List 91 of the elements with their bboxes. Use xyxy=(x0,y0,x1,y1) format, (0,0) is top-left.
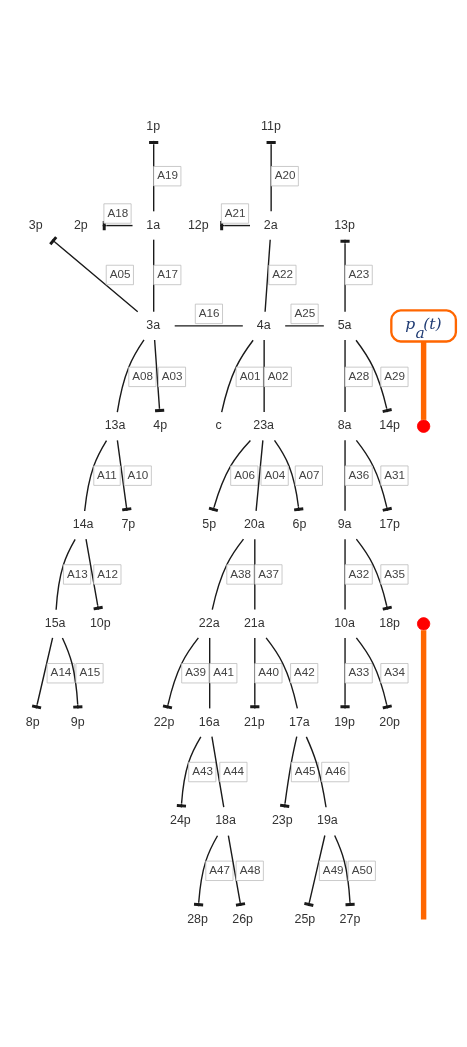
edge-label: A23 xyxy=(348,267,369,281)
node-text: 3p xyxy=(28,217,43,232)
edge-label: A40 xyxy=(257,665,279,679)
edge-label: A15 xyxy=(78,665,100,679)
node-text: 21a xyxy=(243,615,265,630)
node-text: 13p xyxy=(333,217,355,232)
edge-label: A48 xyxy=(239,862,260,876)
node-text: 6p xyxy=(292,517,306,532)
edge-label: A04 xyxy=(264,467,285,481)
edge-label: A43 xyxy=(191,764,213,778)
edge-label: A02 xyxy=(267,368,288,382)
node-text: 23p xyxy=(271,813,293,828)
node-text: 22p xyxy=(153,714,174,729)
edge-label: A21 xyxy=(224,205,246,219)
node-text: 9a xyxy=(337,517,351,532)
edge-label: A18 xyxy=(106,205,128,219)
node-text: 25p xyxy=(293,912,315,927)
node-text: 20p xyxy=(378,714,400,729)
edge-label: A03 xyxy=(161,368,183,382)
edge-label: A29 xyxy=(383,368,405,382)
edge-label: A22 xyxy=(271,267,293,281)
edge-label: A16 xyxy=(198,305,220,319)
edge-label: A38 xyxy=(229,566,251,580)
edge-label: A05 xyxy=(109,267,130,281)
node-text: 9p xyxy=(70,714,85,729)
edge-label: A08 xyxy=(131,368,153,382)
node-text: 2a xyxy=(263,217,278,232)
edge-label: A37 xyxy=(257,566,279,580)
node-text: 15a xyxy=(44,615,66,630)
edge-label: A39 xyxy=(184,665,206,679)
edge-label: A11 xyxy=(96,467,117,481)
edge-label: A44 xyxy=(222,764,244,778)
node-text: 12p xyxy=(187,217,209,232)
edge-label: A35 xyxy=(383,566,405,580)
node-text: 10p xyxy=(89,615,111,630)
node-text: 17a xyxy=(288,714,310,729)
edge-label: A28 xyxy=(348,368,369,382)
node-text: 5p xyxy=(201,517,216,532)
edge-label: A20 xyxy=(274,168,295,182)
node-text: 1a xyxy=(145,217,160,232)
node-text: 8p xyxy=(25,714,40,729)
node-text: 19p xyxy=(333,714,355,729)
edge-label: A45 xyxy=(294,764,316,778)
edge-label: A14 xyxy=(50,665,71,679)
node-text: 14a xyxy=(72,517,94,532)
node-text: 14p xyxy=(378,418,400,433)
edge-label: A25 xyxy=(293,305,315,319)
node-text: 28p xyxy=(186,912,208,927)
edge-label: A36 xyxy=(348,467,369,481)
node-text: 1p xyxy=(145,118,160,133)
node-text: 18p xyxy=(378,615,400,630)
node-text: 16a xyxy=(198,714,220,729)
node-text: 5a xyxy=(337,317,351,332)
edge-label: A13 xyxy=(66,566,88,580)
node-text: 10a xyxy=(333,615,355,630)
node-text: 26p xyxy=(231,912,253,927)
edge-label: A50 xyxy=(351,862,372,876)
edge-label: A32 xyxy=(348,566,369,580)
node-text: 19a xyxy=(316,813,338,828)
edge-label: A06 xyxy=(233,467,255,481)
edge-label: A42 xyxy=(293,665,315,679)
edge-label: A19 xyxy=(156,168,178,182)
edge-label: A07 xyxy=(298,467,320,481)
node-text: 22a xyxy=(198,615,220,630)
edge-label: A34 xyxy=(383,665,405,679)
node-text: 17p xyxy=(378,517,400,532)
node-text: 11p xyxy=(260,118,281,133)
node-text: 24p xyxy=(169,813,191,828)
node-text: 23a xyxy=(252,418,274,433)
node-text: 18a xyxy=(214,813,236,828)
node-text: 13a xyxy=(104,418,125,433)
edge-label: A46 xyxy=(324,764,346,778)
node-text: 2p xyxy=(73,217,88,232)
node-text: 7p xyxy=(120,517,135,532)
edge-label: A47 xyxy=(208,862,230,876)
node-text: c xyxy=(215,418,222,433)
edge-label: A49 xyxy=(322,862,344,876)
node-text: 27p xyxy=(339,912,360,927)
node-text: 20a xyxy=(243,517,265,532)
node-text: 4p xyxy=(152,418,167,433)
edge-label: A17 xyxy=(156,267,178,281)
edge-label: A31 xyxy=(383,467,405,481)
node-text: 8a xyxy=(337,418,351,433)
node-text: 21p xyxy=(243,714,265,729)
edge-label: A33 xyxy=(348,665,369,679)
edge-label: A01 xyxy=(239,368,260,382)
edge-label: A10 xyxy=(127,467,148,481)
edge-label: A12 xyxy=(96,566,118,580)
node-text: 4a xyxy=(256,317,271,332)
node-text: 3a xyxy=(145,317,160,332)
edge-label: A41 xyxy=(212,665,234,679)
